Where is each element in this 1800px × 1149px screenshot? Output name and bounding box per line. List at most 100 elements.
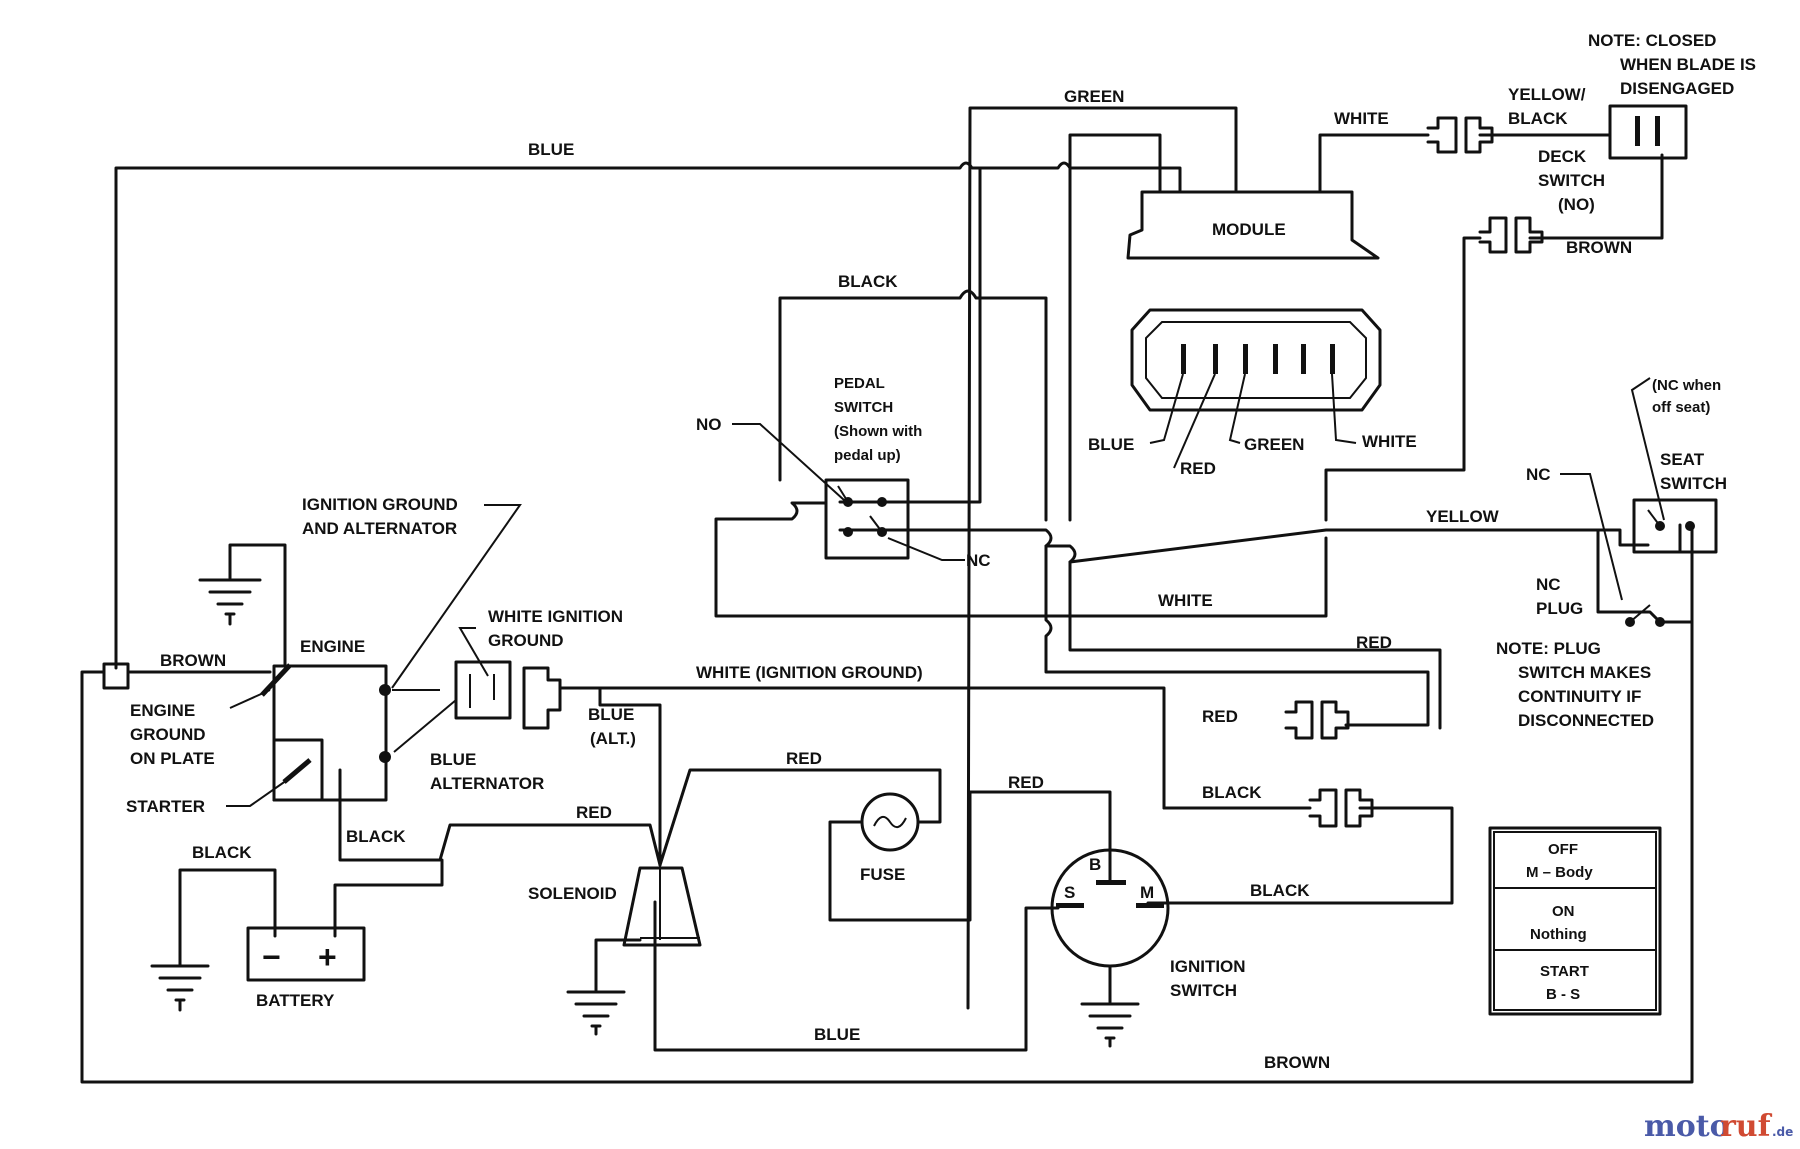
deck-connector-white (1426, 116, 1494, 154)
ignition-ground-connector (392, 627, 562, 753)
ground-symbols (150, 578, 1140, 1048)
label-yellow-black-2: BLACK (1508, 109, 1568, 128)
wire-brown-bottom (80, 523, 1694, 1084)
pin-red-label: RED (1180, 459, 1216, 478)
white-ign-ground-2: GROUND (488, 631, 564, 650)
ignition-table: OFF M – Body ON Nothing START B - S (1488, 826, 1662, 1016)
pedal-nc-label: NC (966, 551, 991, 570)
battery-minus: − (262, 939, 281, 975)
engine: ENGINE (260, 637, 391, 802)
pedal-switch-label-1: PEDAL (834, 375, 885, 392)
watermark: moto ruf .de (1644, 1109, 1793, 1144)
pedal-switch-label-3: (Shown with (834, 423, 922, 440)
label-red-ignition: RED (1008, 773, 1044, 792)
module: MODULE (1126, 190, 1380, 260)
blue-alternator-1: BLUE (430, 750, 476, 769)
starter-label: STARTER (126, 797, 205, 816)
label-white-mid: WHITE (1158, 591, 1213, 610)
pedal-no-label: NO (696, 415, 722, 434)
wire-blue-top (114, 161, 1182, 670)
seat-switch-label-1: SEAT (1660, 450, 1705, 469)
watermark-moto: moto (1644, 1109, 1730, 1144)
deck-note-2: WHEN BLADE IS (1620, 55, 1756, 74)
blue-alternator-2: ALTERNATOR (430, 774, 544, 793)
pin-green-label: GREEN (1244, 435, 1304, 454)
wire-blue-alt (558, 686, 662, 867)
table-circuit-0: M – Body (1526, 864, 1593, 881)
ground-engine (198, 578, 262, 626)
label-yellow-seat: YELLOW (1426, 507, 1500, 526)
ign-ground-alt-1: IGNITION GROUND (302, 495, 458, 514)
wire-red-solenoid (338, 768, 662, 867)
brown-connector-box (102, 662, 130, 690)
pedal-switch-label-4: pedal up) (834, 447, 901, 464)
wire-white-deck (1318, 133, 1430, 192)
pin-blue-label: BLUE (1088, 435, 1134, 454)
engine-ground-3: ON PLATE (130, 749, 215, 768)
deck-switch: DECK SWITCH (NO) (1538, 104, 1688, 214)
label-white-deck: WHITE (1334, 109, 1389, 128)
label-yellow-black: YELLOW/ (1508, 85, 1586, 104)
plug-label-1: NC (1536, 575, 1561, 594)
module-label: MODULE (1212, 220, 1286, 239)
label-blue-bottom: BLUE (814, 1025, 860, 1044)
label-black-battery: BLACK (192, 843, 252, 862)
table-state-2: START (1540, 963, 1589, 980)
nc-when-off-seat-2: off seat) (1652, 399, 1710, 416)
label-red-conn: RED (1202, 707, 1238, 726)
label-green: GREEN (1064, 87, 1124, 106)
wire-pedal-left-loop (714, 501, 1328, 618)
connector-red (1284, 700, 1350, 740)
deck-note-1: NOTE: CLOSED (1588, 31, 1716, 50)
wire-black-pedal (778, 289, 1048, 522)
ignition-switch-label-2: SWITCH (1170, 981, 1237, 1000)
wire-red-mid (1044, 544, 1430, 727)
deck-switch-label-2: SWITCH (1538, 171, 1605, 190)
watermark-de: .de (1772, 1125, 1793, 1139)
watermark-ruf: ruf (1720, 1109, 1773, 1144)
engine-label: ENGINE (300, 637, 365, 656)
label-brown-engine: BROWN (160, 651, 226, 670)
wire-green (966, 106, 1238, 1010)
connector-black (1308, 788, 1374, 828)
nc-when-off-seat-1: (NC when (1652, 377, 1721, 394)
solenoid: SOLENOID (528, 866, 702, 947)
wire-module-loop (1068, 133, 1162, 522)
deck-note-3: DISENGAGED (1620, 79, 1734, 98)
deck-switch-label-3: (NO) (1558, 195, 1595, 214)
engine-ground-1: ENGINE (130, 701, 195, 720)
ignition-switch: B S M IGNITION SWITCH (1050, 848, 1246, 1004)
table-state-0: OFF (1548, 841, 1578, 858)
label-red-fuse: RED (786, 749, 822, 768)
deck-switch-label-1: DECK (1538, 147, 1587, 166)
fuse-label: FUSE (860, 865, 905, 884)
deck-connector-brown (1478, 216, 1544, 254)
plug-note-2: SWITCH MAKES (1518, 663, 1651, 682)
table-circuit-2: B - S (1546, 986, 1580, 1003)
terminal-m: M (1140, 883, 1154, 902)
wire-white-ignition (558, 686, 1312, 810)
ground-battery (150, 964, 210, 1012)
plug-note-4: DISCONNECTED (1518, 711, 1654, 730)
notes: NOTE: CLOSED WHEN BLADE IS DISENGAGED NO… (1496, 31, 1756, 730)
label-blue-alt-1: BLUE (588, 705, 634, 724)
label-red-solenoid: RED (576, 803, 612, 822)
wires (80, 106, 1694, 1084)
terminal-s: S (1064, 883, 1075, 902)
table-circuit-1: Nothing (1530, 926, 1587, 943)
wire-blue-bottom (653, 900, 1060, 1052)
table-state-1: ON (1552, 903, 1575, 920)
solenoid-label: SOLENOID (528, 884, 617, 903)
seat-nc-label: NC (1526, 465, 1551, 484)
terminal-b: B (1089, 855, 1101, 874)
label-brown-bottom: BROWN (1264, 1053, 1330, 1072)
wire-yellow (838, 528, 1650, 564)
battery-label: BATTERY (256, 991, 335, 1010)
nc-plug: NC PLUG (1536, 575, 1665, 627)
ign-ground-alt-2: AND ALTERNATOR (302, 519, 457, 538)
wire-labels: BLUE GREEN BLACK BROWN WHITE YELLOW/ BLA… (160, 85, 1632, 1072)
label-black-ignition: BLACK (1250, 881, 1310, 900)
ground-ignition (1080, 1002, 1140, 1048)
ignition-switch-label-1: IGNITION (1170, 957, 1246, 976)
